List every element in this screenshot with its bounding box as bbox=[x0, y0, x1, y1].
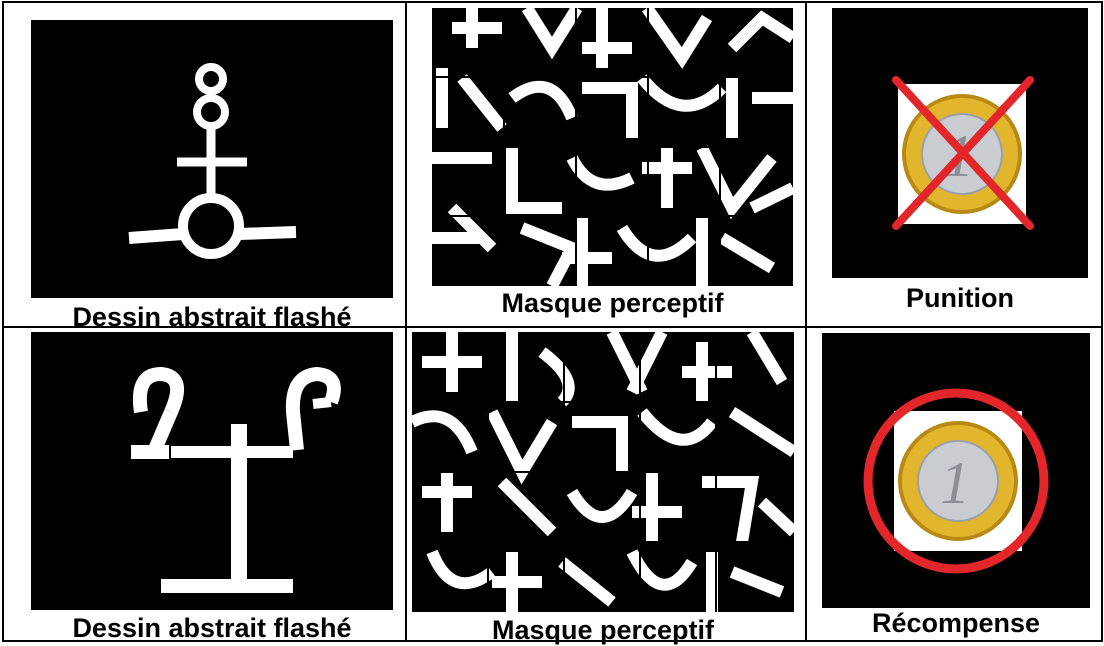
mask-caption: Masque perceptif bbox=[412, 614, 794, 646]
stimulus-caption: Dessin abstrait flashé bbox=[31, 301, 393, 333]
mask-caption: Masque perceptif bbox=[432, 287, 793, 319]
reward-panel: 1 bbox=[822, 333, 1090, 608]
table-divider-2 bbox=[805, 1, 807, 642]
abstract-symbol-drawing bbox=[31, 332, 393, 610]
circled-euro-coin-icon: 1 bbox=[822, 333, 1090, 608]
abstract-symbol-drawing bbox=[31, 20, 393, 298]
perceptual-mask-pattern bbox=[412, 332, 794, 612]
punishment-caption: Punition bbox=[832, 282, 1088, 314]
abstract-drawing-panel-2 bbox=[31, 332, 393, 610]
table-border-left bbox=[2, 1, 4, 642]
stimulus-caption: Dessin abstrait flashé bbox=[31, 612, 393, 644]
crossed-out-euro-coin-icon: 1 bbox=[832, 8, 1088, 278]
reward-caption: Récompense bbox=[822, 607, 1090, 639]
table-border-top bbox=[2, 1, 1103, 3]
punishment-panel: 1 bbox=[832, 8, 1088, 278]
table-border-right bbox=[1101, 1, 1103, 642]
perceptual-mask-panel-2 bbox=[412, 332, 794, 612]
perceptual-mask-panel-1 bbox=[432, 8, 793, 286]
perceptual-mask-pattern bbox=[432, 8, 793, 286]
table-divider-1 bbox=[405, 1, 407, 642]
abstract-drawing-panel-1 bbox=[31, 20, 393, 298]
svg-text:1: 1 bbox=[940, 450, 970, 516]
